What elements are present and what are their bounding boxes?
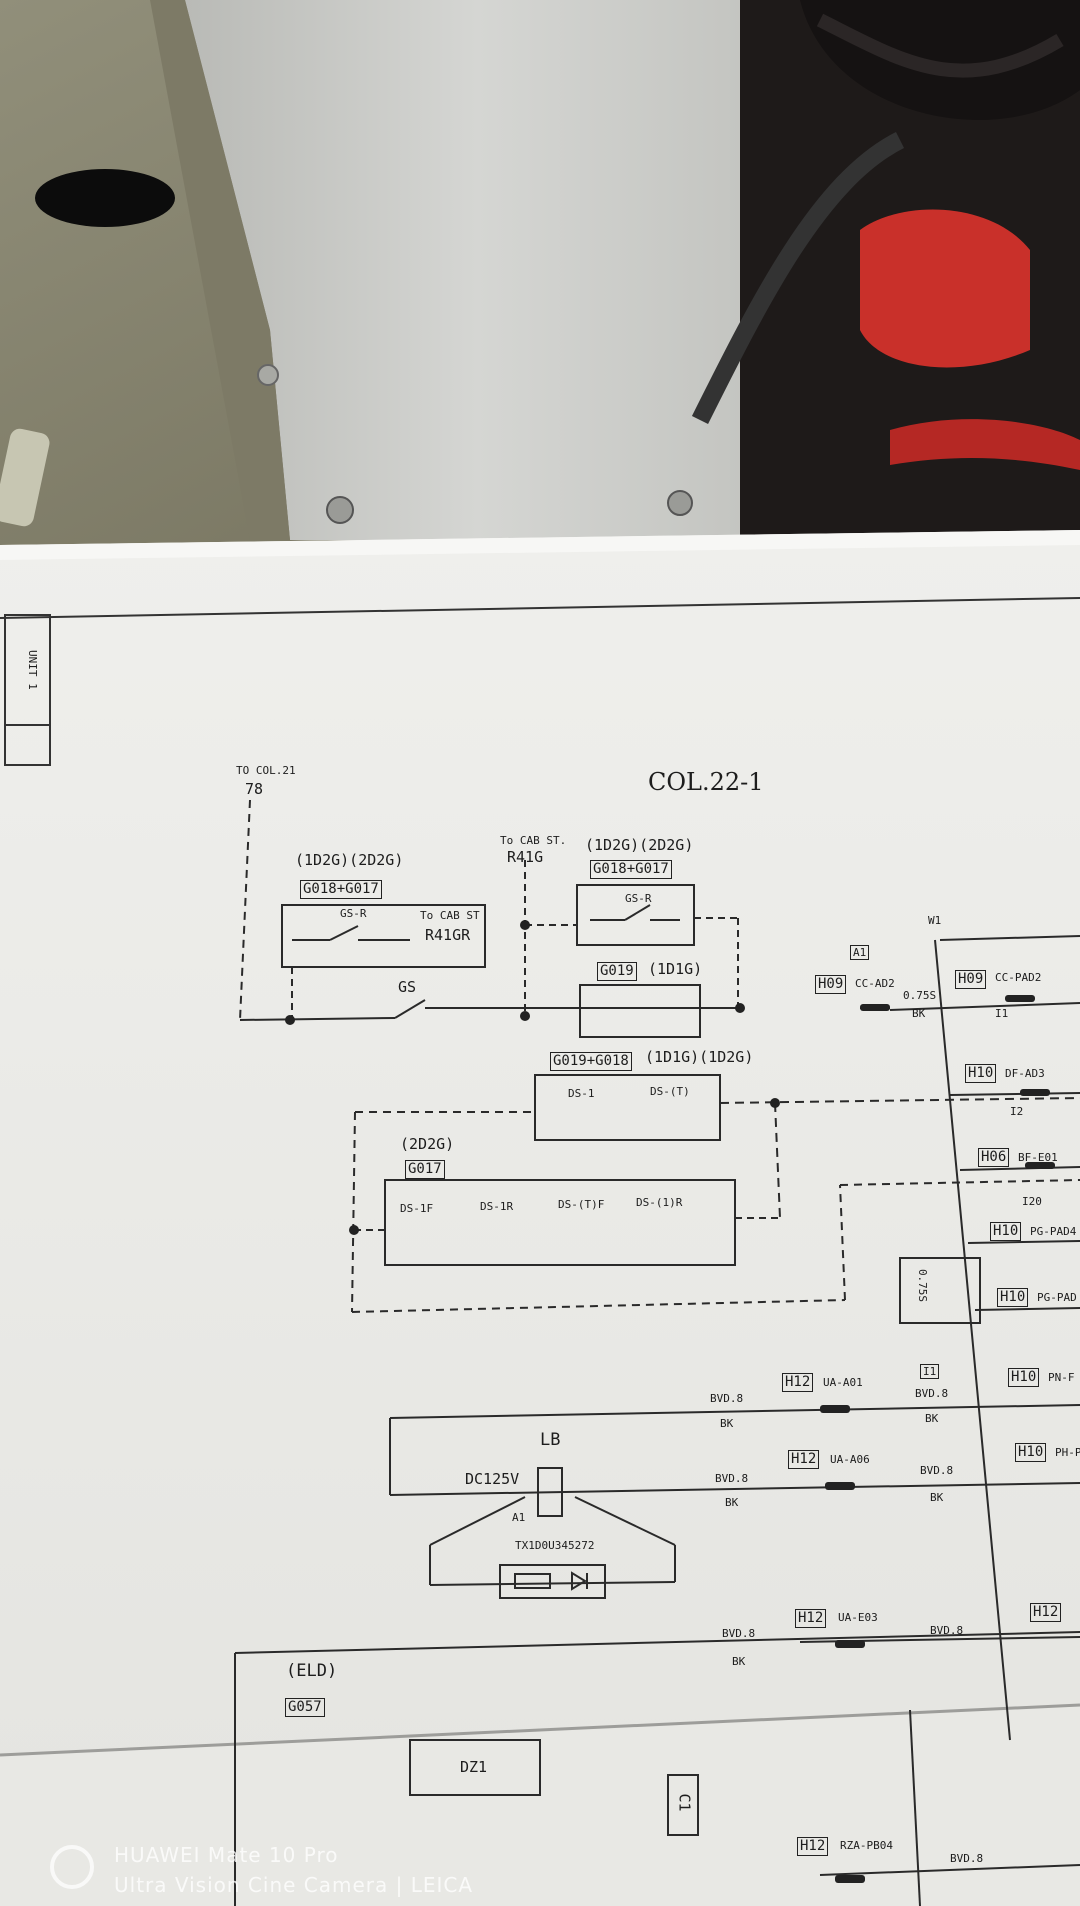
group4-tag: (1D1G)(1D2G) (645, 1048, 754, 1066)
screw-icon (667, 490, 693, 516)
gs-label: GS (398, 978, 417, 996)
h06-terminal: H06 (978, 1148, 1010, 1167)
schematic-paper (0, 530, 1080, 1906)
group4-box: G019+G018 (550, 1052, 632, 1071)
group5-sw3: DS-(T)F (558, 1198, 605, 1211)
bk6-label: BK (732, 1655, 746, 1668)
cabinet-photo-background (0, 0, 1080, 560)
to-col-label: TO COL.21 (236, 764, 296, 777)
bvd8e-label: BVD.8 (722, 1627, 756, 1640)
bk2-label: BK (720, 1417, 734, 1430)
bvd8f-label: BVD.8 (930, 1624, 964, 1637)
group4-sw1: DS-1 (568, 1087, 595, 1100)
val-0735: 0.75S (903, 989, 937, 1002)
pnf-label: PN-F (1048, 1371, 1075, 1384)
group1-dest-ref: R41GR (425, 926, 471, 944)
watermark-line1: HUAWEI Mate 10 Pro (114, 1843, 339, 1867)
bk-label: BK (912, 1007, 926, 1020)
h10b-terminal: H10 (990, 1222, 1022, 1241)
cc-ad2-label: CC-AD2 (855, 977, 895, 990)
lb-voltage: DC125V (465, 1470, 520, 1488)
eld-c1: C1 (675, 1793, 694, 1812)
h12a-terminal: H12 (782, 1373, 814, 1392)
group5-sw2: DS-1R (480, 1200, 514, 1213)
group1-switch: GS-R (340, 907, 367, 920)
rza-pb04-label: RZA-PB04 (840, 1839, 893, 1852)
group5-sw1: DS-1F (400, 1202, 434, 1215)
wall-anchor (0, 428, 50, 527)
bvd8c-label: BVD.8 (715, 1472, 749, 1485)
bf-e01-label: BF-E01 (1018, 1151, 1058, 1164)
bvd8b-label: BVD.8 (915, 1387, 949, 1400)
a1-terminal: A1 (850, 945, 870, 960)
lb-part: TX1D0U345272 (515, 1539, 595, 1552)
h12d-terminal: H12 (797, 1837, 829, 1856)
ph-label: PH-P (1055, 1446, 1080, 1459)
h09-terminal: H09 (815, 975, 847, 994)
bvd8g-label: BVD.8 (950, 1852, 984, 1865)
wall-hole (35, 169, 175, 227)
pg-pad2-label: PG-PAD (1037, 1291, 1077, 1304)
pg-pad-label: PG-PAD4 (1030, 1225, 1077, 1238)
group2-box: G018+G017 (590, 860, 672, 879)
eld-dz1: DZ1 (460, 1758, 488, 1776)
mm-label: I20 (1022, 1195, 1042, 1208)
group5-sw4: DS-(1)R (636, 1196, 683, 1209)
h12b-terminal: H12 (788, 1450, 820, 1469)
watermark-line2: Ultra Vision Cine Camera | LEICA (114, 1873, 474, 1897)
df-ad3-label: DF-AD3 (1005, 1067, 1045, 1080)
i1b-terminal: I1 (920, 1364, 940, 1379)
side-note: UNIT 1 (26, 650, 39, 690)
col-ref-label: 78 (245, 780, 264, 798)
ua-e03-label: UA-E03 (838, 1611, 878, 1624)
ll-label: I2 (1010, 1105, 1024, 1118)
group2-switch: GS-R (625, 892, 652, 905)
h12c-terminal: H12 (795, 1609, 827, 1628)
group4-sw2: DS-(T) (650, 1085, 690, 1098)
group2-tag: (1D2G)(2D2G) (585, 836, 694, 854)
bk3-label: BK (925, 1412, 939, 1425)
group1-tag: (1D2G)(2D2G) (295, 851, 404, 869)
bk4-label: BK (725, 1496, 739, 1509)
group1-dest: To CAB ST (420, 909, 480, 922)
h09b-terminal: H09 (955, 970, 987, 989)
h10e-terminal: H10 (1015, 1443, 1047, 1462)
eld-name: (ELD) (286, 1661, 338, 1681)
h10d-terminal: H10 (1008, 1368, 1040, 1387)
h10c-terminal: H10 (997, 1288, 1029, 1307)
h10a-terminal: H10 (965, 1064, 997, 1083)
bvd8a-label: BVD.8 (710, 1392, 744, 1405)
screw-icon (257, 364, 279, 386)
red-component (860, 209, 1030, 368)
eld-box: G057 (285, 1698, 325, 1717)
lb-name: LB (540, 1430, 561, 1450)
r41g-label: R41G (507, 848, 544, 866)
to-cab-label: To CAB ST. (500, 834, 567, 847)
bk5-label: BK (930, 1491, 944, 1504)
camera-lens-icon (50, 1845, 94, 1889)
w1-label: W1 (928, 914, 942, 927)
cc-pad-label: CC-PAD2 (995, 971, 1042, 984)
group3-box: G019 (597, 962, 637, 981)
val-075: 0.75S (916, 1268, 930, 1303)
ua-a01-label: UA-A01 (823, 1376, 863, 1389)
group3-tag: (1D1G) (648, 960, 703, 978)
ua-a06-label: UA-A06 (830, 1453, 870, 1466)
bvd8d-label: BVD.8 (920, 1464, 954, 1477)
i1-label: I1 (995, 1007, 1009, 1020)
group1-box: G018+G017 (300, 880, 382, 899)
cabinet-panel (185, 0, 770, 540)
group5-box: G017 (405, 1160, 445, 1179)
schematic-title: COL.22-1 (648, 768, 764, 796)
h12e-terminal: H12 (1030, 1603, 1062, 1622)
group5-tag: (2D2G) (400, 1135, 455, 1153)
screw-icon (326, 496, 354, 524)
lb-a1: A1 (512, 1511, 526, 1524)
